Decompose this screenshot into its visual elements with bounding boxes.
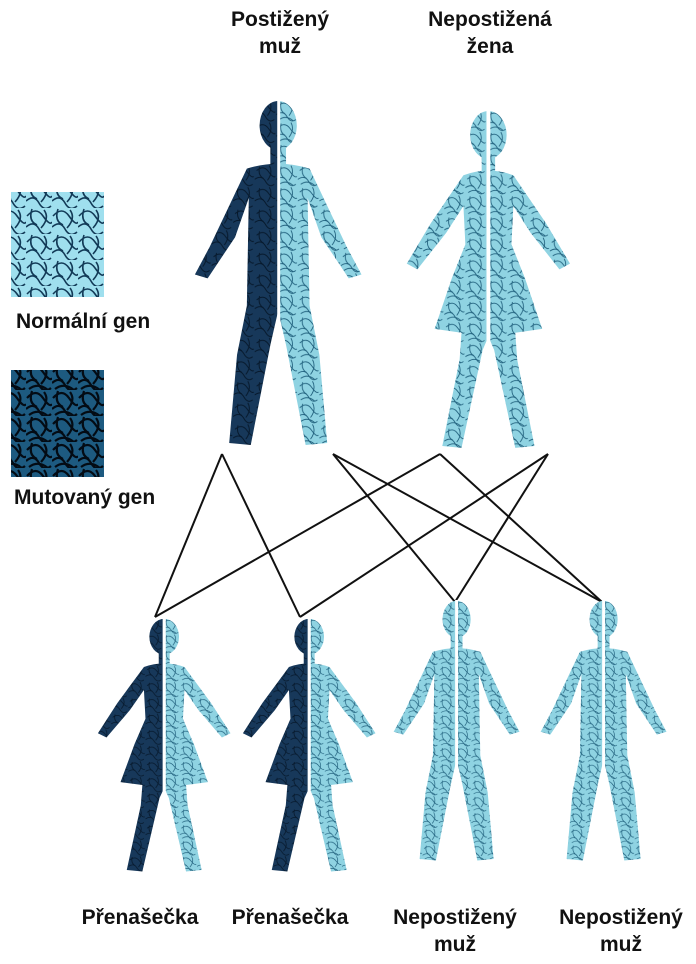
child-label-4-line1: Nepostižený <box>546 904 696 931</box>
child-label-2-line1: Přenašečka <box>220 904 360 931</box>
father-label-line1: Postižený <box>205 6 355 33</box>
child-label-3-line2: muž <box>380 931 530 958</box>
inheritance-lines <box>155 454 602 617</box>
line-mother-x1-to-son-2 <box>440 454 602 602</box>
child-label-4-line2: muž <box>546 931 696 958</box>
line-mother-x2-to-daughter-2 <box>300 454 548 617</box>
father-label: Postižený muž <box>205 6 355 60</box>
mother-label-line1: Nepostižená <box>415 6 565 33</box>
mutated-gene-swatch <box>11 370 104 477</box>
line-father-x-to-daughter-2 <box>222 454 300 617</box>
female-figure-normal <box>407 110 570 456</box>
normal-gene-swatch <box>11 192 104 297</box>
son-normal-figure-1 <box>394 600 520 866</box>
child-label-1-line1: Přenašečka <box>70 904 210 931</box>
child-label-4: Nepostižený muž <box>546 904 696 958</box>
normal-gene-label: Normální gen <box>16 310 150 334</box>
male-figure-half-mutated <box>195 100 362 453</box>
child-label-1: Přenašečka <box>70 904 210 931</box>
line-mother-x1-to-daughter-1 <box>155 454 440 617</box>
mother-label: Nepostižená žena <box>415 6 565 60</box>
line-father-y-to-son-2 <box>333 454 602 602</box>
mutated-gene-label: Mutovaný gen <box>14 486 155 510</box>
son-normal-figure-2 <box>541 600 667 866</box>
daughter-carrier-figure-2 <box>243 618 376 877</box>
mother-label-line2: žena <box>415 33 565 60</box>
child-label-3: Nepostižený muž <box>380 904 530 958</box>
father-label-line2: muž <box>205 33 355 60</box>
line-father-x-to-daughter-1 <box>155 454 222 617</box>
daughter-carrier-figure-1 <box>98 618 231 877</box>
child-label-3-line1: Nepostižený <box>380 904 530 931</box>
child-label-2: Přenašečka <box>220 904 360 931</box>
